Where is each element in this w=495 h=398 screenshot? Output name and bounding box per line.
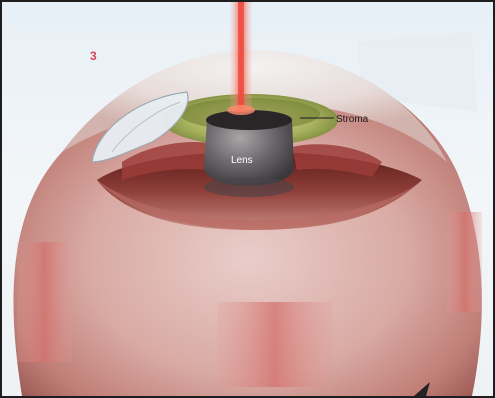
panel-number: 3 bbox=[90, 49, 97, 63]
laser-spot bbox=[227, 105, 255, 115]
lens-bottom bbox=[204, 177, 294, 197]
streak-right bbox=[447, 212, 482, 312]
laser-core bbox=[238, 2, 244, 112]
stroma-label: Stroma bbox=[336, 114, 369, 125]
streak-bottom bbox=[217, 302, 332, 387]
streak-left bbox=[17, 242, 72, 362]
lens-label: Lens bbox=[231, 155, 253, 166]
